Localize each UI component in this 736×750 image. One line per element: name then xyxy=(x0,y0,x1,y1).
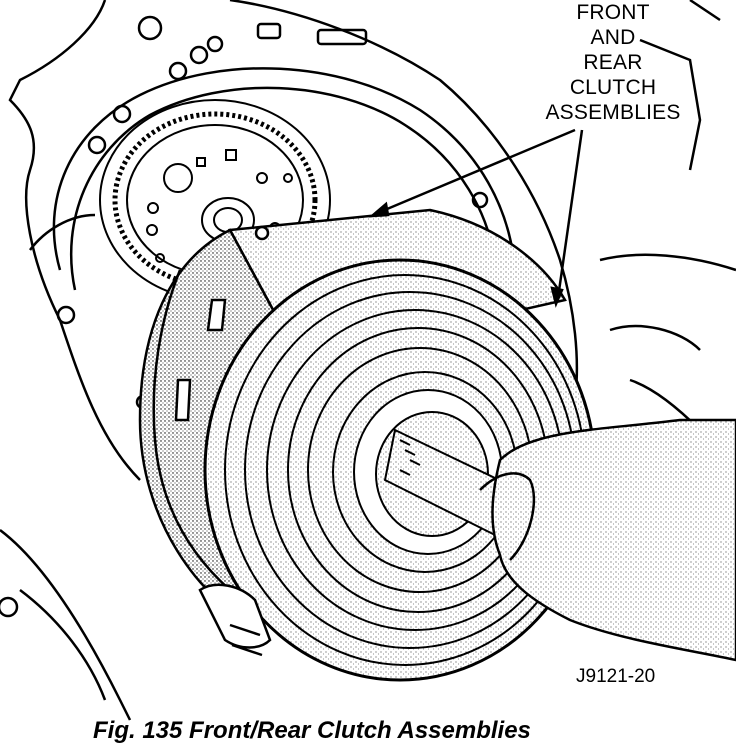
callout-line: ASSEMBLIES xyxy=(545,101,681,124)
callout-line: CLUTCH xyxy=(569,76,657,99)
figure-id: J9121-20 xyxy=(576,666,656,687)
case-inner-ring xyxy=(52,67,517,291)
callout-line: FRONT xyxy=(576,1,650,24)
transmission-case xyxy=(0,0,736,721)
hand xyxy=(198,418,736,662)
clutch-assemblies-callout: FRONT AND REAR CLUTCH ASSEMBLIES xyxy=(528,0,698,125)
callout-leaders xyxy=(368,128,584,308)
callout-line: AND xyxy=(590,26,636,49)
figure-caption: Fig. 135 Front/Rear Clutch Assemblies xyxy=(93,717,531,744)
callout-line: REAR xyxy=(583,51,643,74)
